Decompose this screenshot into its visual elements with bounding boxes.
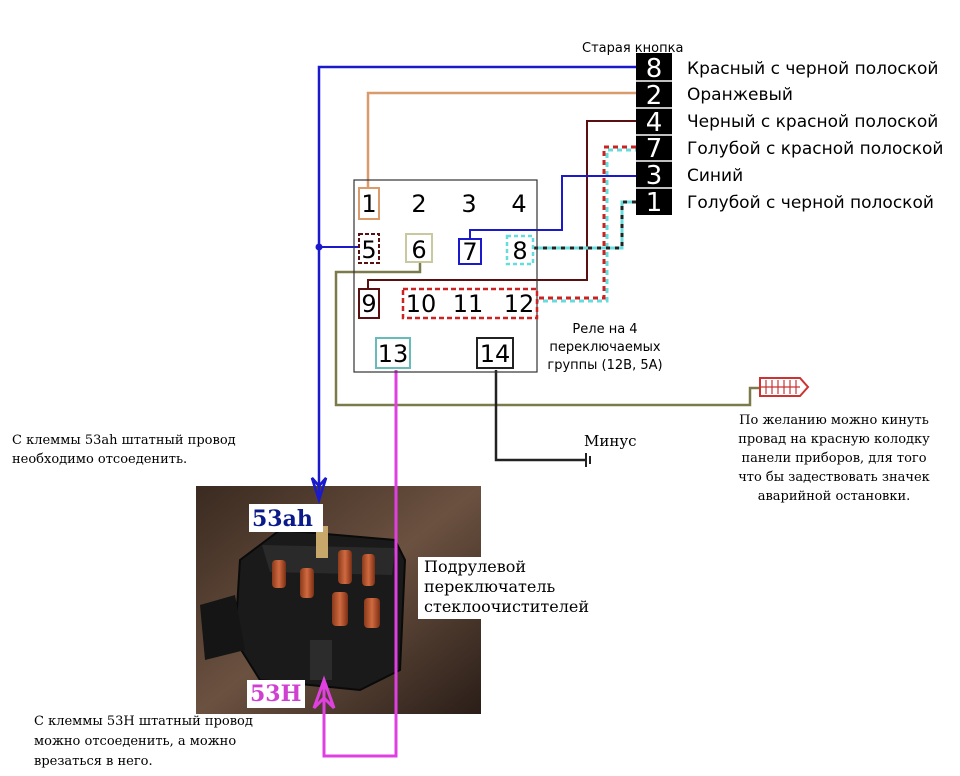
instrument-note-line: аварийной остановки. [758, 489, 911, 504]
relay-terminal-number: 8 [512, 237, 527, 265]
terminal-7-frame [458, 238, 482, 265]
terminal-8-frame [505, 234, 535, 266]
relay-terminal-number: 5 [361, 236, 376, 264]
relay-terminal-number: 4 [511, 190, 526, 218]
terminal-10-12-frame [401, 287, 539, 320]
terminal-label-53ah: 53ah [252, 506, 313, 532]
old-button-pin-number: 4 [646, 108, 663, 138]
wire-color-label: Черный с красной полоской [687, 112, 938, 132]
relay-box [353, 179, 538, 373]
terminal-1-frame [358, 187, 380, 220]
wire-ground [494, 370, 586, 462]
relay-caption: группы (12В, 5А) [547, 358, 662, 373]
wire-color-label: Оранжевый [687, 85, 793, 105]
note-53h-line: врезаться в него. [34, 754, 153, 769]
instrument-note: По желанию можно кинуть провад на красну… [738, 413, 930, 504]
switch-label: Подрулевой [424, 557, 526, 576]
note-53ah-line: необходимо отсоеденить. [12, 452, 187, 467]
arrow-53ah-icon [310, 477, 328, 505]
terminal-14-frame [476, 337, 514, 369]
wire-color-label: Голубой с черной полоской [687, 193, 934, 213]
instrument-note-line: По желанию можно кинуть [739, 413, 929, 428]
old-button-pin-number: 1 [646, 188, 663, 218]
wire-lightblue-black-stripe-b [534, 200, 636, 250]
terminal-label-53h: 53H [250, 681, 301, 707]
old-button-pin-number: 8 [646, 54, 663, 84]
relay-terminal-number: 9 [361, 290, 376, 318]
relay-terminal-number: 10 [406, 290, 437, 318]
wire-olive [334, 262, 760, 407]
wire-color-labels: Красный с черной полоской Оранжевый Черн… [687, 59, 943, 213]
old-button-connector: 8 2 4 7 3 1 [636, 53, 672, 218]
arrow-53h-icon [312, 675, 336, 710]
relay-caption: Реле на 4 [572, 322, 637, 337]
instrument-panel-connector-icon [759, 377, 810, 397]
relay-caption: переключаемых [549, 340, 661, 355]
old-button-title: Старая кнопка [582, 41, 683, 56]
terminal-5-frame [358, 233, 380, 264]
junction-dot [315, 243, 323, 251]
relay-terminal-number: 13 [378, 340, 409, 368]
wire-darkred [367, 120, 636, 289]
switch-label: стеклоочистителей [424, 597, 589, 616]
relay-terminal-number: 14 [480, 340, 511, 368]
switch-label: переключатель [424, 577, 556, 596]
relay-terminal-number: 7 [462, 238, 477, 266]
wire-blue-53ah [317, 65, 636, 500]
wire-color-label: Синий [687, 166, 743, 186]
terminal-9-frame [358, 288, 380, 319]
wire-color-label: Красный с черной полоской [687, 59, 938, 79]
note-53h: С клеммы 53H штатный провод можно отсоед… [34, 714, 253, 769]
instrument-note-line: что бы задествовать значек [738, 470, 930, 485]
wiper-switch-photo: 53ah 53H [196, 486, 481, 714]
note-53ah-line: С клеммы 53ah штатный провод [12, 433, 236, 448]
relay-terminal-number: 6 [411, 236, 426, 264]
ground-label: Минус [584, 432, 637, 450]
relay-terminal-number: 12 [504, 290, 535, 318]
old-button-pin-number: 3 [646, 161, 663, 191]
note-53h-line: С клеммы 53H штатный провод [34, 714, 253, 729]
instrument-note-line: панели приборов, для того [741, 451, 926, 466]
wire-color-label: Голубой с красной полоской [687, 139, 943, 159]
relay-terminal-number: 2 [411, 190, 426, 218]
relay-terminal-number: 1 [361, 190, 376, 218]
old-button-pin-number: 2 [646, 81, 663, 111]
old-button-pin-number: 7 [646, 134, 663, 164]
relay-terminal-number: 3 [461, 190, 476, 218]
relay-terminal-number: 11 [453, 290, 484, 318]
note-53h-line: можно отсоеденить, а можно [34, 734, 236, 749]
terminal-6-frame [405, 233, 433, 263]
wire-lightblue-red-stripe-b [537, 148, 636, 303]
instrument-note-line: провад на красную колодку [738, 432, 930, 447]
wire-orange [366, 91, 636, 188]
terminal-13-frame [375, 337, 411, 369]
note-53ah: С клеммы 53ah штатный провод необходимо … [12, 433, 236, 467]
wire-lightblue-red-stripe [537, 145, 636, 300]
ground-icon [585, 453, 591, 467]
wire-blue-7 [469, 175, 636, 239]
